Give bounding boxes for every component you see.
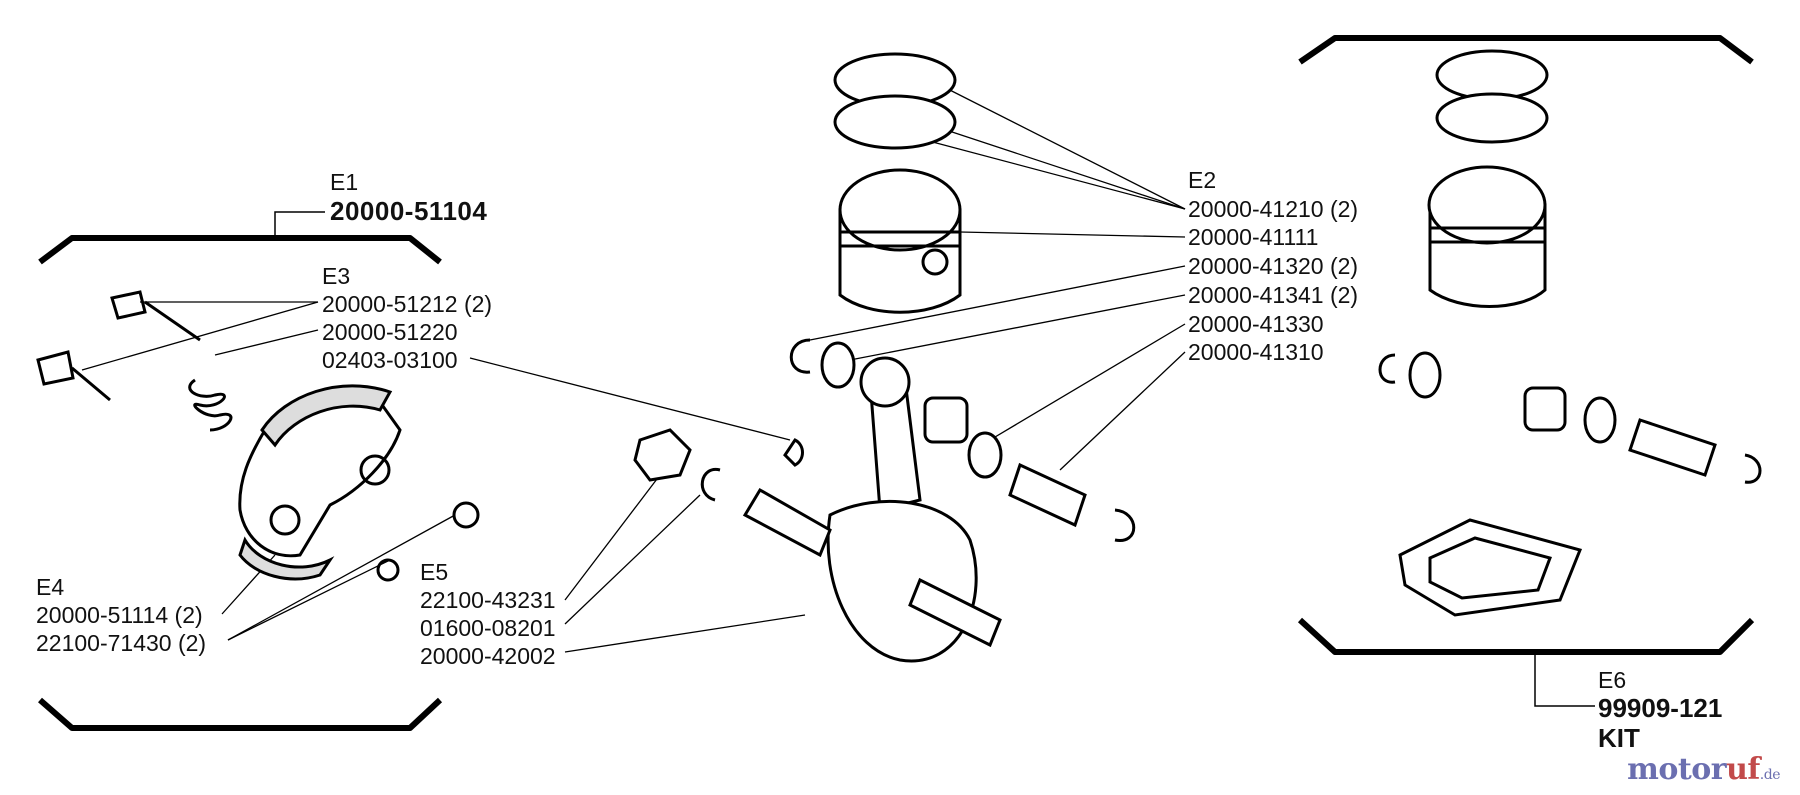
crank-shaft-right [908,577,1002,648]
crank-clip [700,468,721,502]
leader-e2-3 [809,265,1186,341]
leader-e2-4 [849,294,1186,361]
bracket-e6-bottom [1297,617,1755,655]
retainer-clip-right [1114,508,1136,542]
e2-part-5: 20000-41330 [1188,311,1324,337]
leader-e5-3 [564,614,806,653]
clutch-pivot-hole-2 [269,504,301,536]
leader-e5-2 [564,494,701,625]
watermark-logo: motoruf.de [1627,752,1780,787]
bracket-e1-top [38,235,442,265]
piston-pin [1008,462,1087,528]
e5-part-2: 01600-08201 [420,615,556,641]
piston-assembly [833,52,962,314]
e3-ref: E3 [322,263,351,289]
crank-shaft-left [742,487,832,558]
e6-kit-label: KIT [1598,723,1640,753]
rod-small-end [859,356,911,408]
e2-part-1: 20000-41210 (2) [1188,196,1359,222]
e2-ref: E2 [1188,167,1217,193]
clutch-assembly [36,290,480,582]
kit-gasket-inner [1428,536,1552,600]
e4-part-1: 20000-51114 (2) [36,602,203,628]
e3-part-3: 02403-03100 [322,347,458,373]
clutch-pivot-hole [359,454,391,486]
clutch-washer-1 [452,501,480,529]
bracket-e6-top [1298,35,1754,65]
clutch-shoe [238,388,402,558]
kit-ring-2 [1435,92,1549,144]
watermark-main-a: motor [1627,752,1727,787]
piston-ring-2 [833,94,957,150]
e5-ref: E5 [420,559,449,585]
e2-part-3: 20000-41320 (2) [1188,253,1359,279]
kit-piston-pin [1628,418,1717,477]
e1-ref: E1 [330,169,359,195]
leader-e2-1b [939,127,1186,210]
bracket-e1-bottom [38,697,443,731]
e5-part-3: 20000-42002 [420,643,556,669]
leader-e2-6 [1059,351,1186,471]
leader-e4-2a [227,514,456,641]
leader-e2-2 [959,231,1186,238]
e2-part-4: 20000-41341 (2) [1188,282,1359,308]
e2-part-6: 20000-41310 [1188,339,1324,365]
e2-part-2: 20000-41111 [1188,224,1319,250]
e1-part-number: 20000-51104 [330,196,488,226]
leader-e3-3 [469,357,791,441]
e4-ref: E4 [36,574,65,600]
e3-part-2: 20000-51220 [322,319,458,345]
e6-part-number: 99909-121 [1598,693,1723,723]
kit-contents [1378,49,1762,617]
kit-ring-1 [1435,49,1549,101]
clutch-lining [260,384,393,448]
e3-part-1: 20000-51212 (2) [322,291,493,317]
clutch-bolt-2 [36,350,111,402]
kit-clip-left [1378,353,1396,384]
crank-web [826,499,978,663]
e6-ref: E6 [1598,667,1627,693]
e6-stem [1534,652,1595,707]
kit-washer-left [1408,351,1442,399]
leader-e2-5 [989,323,1186,441]
leader-e3-1b [81,301,319,371]
crank-nut [633,428,692,482]
piston-pin-boss [921,248,949,276]
e4-part-2: 22100-71430 (2) [36,630,207,656]
watermark-tld: .de [1759,767,1781,783]
kit-clip-right [1744,453,1762,484]
watermark-main-b: uf [1726,752,1760,787]
retainer-clip-left [789,338,811,374]
leader-e3-2 [214,329,319,356]
needle-bearing [923,396,969,444]
kit-washer-right [1583,396,1617,444]
crank-key [783,438,804,467]
crankshaft-assembly [633,356,1002,663]
e1-stem [274,211,325,238]
piston-crown [838,168,962,252]
leader-e2-1a [929,79,1186,210]
clutch-washer-2 [376,558,400,582]
bearing-parts [789,338,1136,542]
thrust-washer-right [967,431,1003,479]
clutch-lining-lower [238,536,335,581]
e5-part-1: 22100-43231 [420,587,556,613]
clutch-spring [188,378,233,432]
kit-needle-bearing [1523,386,1567,432]
leader-e4-2b [227,559,391,641]
kit-piston-crown [1427,165,1547,245]
leader-e5-1 [564,474,661,601]
thrust-washer-left [820,341,856,389]
clutch-bolt-1 [110,290,201,342]
